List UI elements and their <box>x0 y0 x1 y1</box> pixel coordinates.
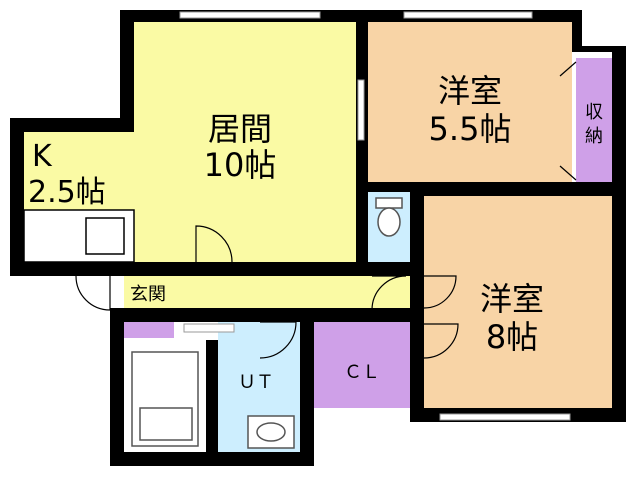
closet-area <box>314 322 410 408</box>
western-room-1-size: 5.5帖 <box>429 110 512 148</box>
living-room-area <box>124 22 356 262</box>
door-swing-western2-b <box>423 323 459 359</box>
western-room-1-name: 洋室 <box>438 72 502 110</box>
toilet-tank <box>375 197 403 209</box>
door-swing-storage <box>559 61 577 181</box>
living-room-name: 居間 <box>208 110 272 148</box>
fixtures <box>131 197 403 449</box>
door-swing-western2-a <box>423 275 457 309</box>
small-closet-area <box>124 322 174 338</box>
door-swing-toilet <box>371 275 407 311</box>
western-room-2-area <box>424 196 612 408</box>
bathtub-inner <box>139 407 193 441</box>
door-swing-utility <box>259 321 297 359</box>
storage-label-line1: 収 <box>585 102 603 123</box>
storage-label-line2: 納 <box>585 126 603 147</box>
washbasin-bowl <box>256 422 286 442</box>
utility-name: ＵＴ <box>238 372 274 393</box>
doors <box>75 61 577 359</box>
kitchen-area <box>24 132 134 210</box>
western-room-2-size: 8帖 <box>486 318 538 356</box>
windows <box>179 11 571 421</box>
kitchen-size: 2.5帖 <box>28 175 106 210</box>
door-swing-entrance <box>75 275 111 311</box>
living-room-size: 10帖 <box>204 146 277 184</box>
western-room-1-area <box>368 22 572 182</box>
entrance-area <box>124 276 410 308</box>
closet-name: ＣＬ <box>344 362 380 383</box>
toilet-bowl <box>377 207 401 237</box>
storage-area <box>576 58 612 182</box>
door-swing-living <box>195 225 233 263</box>
room-labels: 居間 10帖 K 2.5帖 洋室 5.5帖 収 納 洋室 8帖 玄関 ＣＬ ＵＴ <box>28 72 603 393</box>
kitchen-name: K <box>32 139 53 174</box>
entrance-name: 玄関 <box>130 284 166 305</box>
kitchen-sink <box>85 217 125 255</box>
western-room-2-name: 洋室 <box>480 280 544 318</box>
